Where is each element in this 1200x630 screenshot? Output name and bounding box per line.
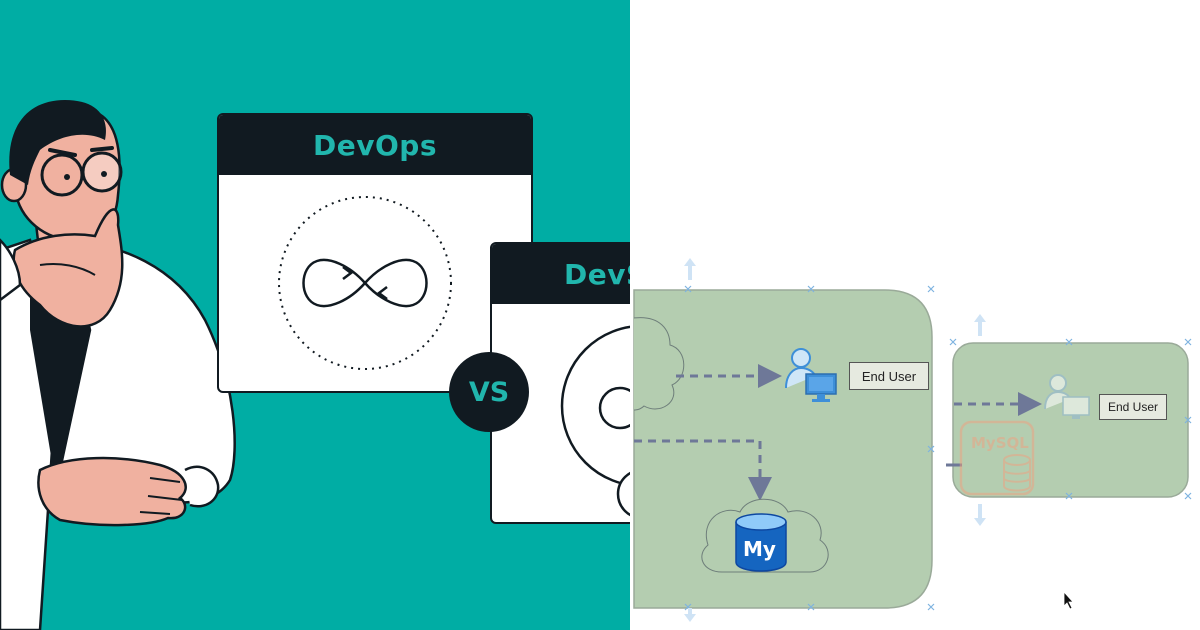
cloud-shape bbox=[633, 317, 685, 411]
second-card-graphic bbox=[560, 325, 630, 517]
secondary-container bbox=[952, 342, 1189, 498]
second-card-header: DevS bbox=[492, 244, 630, 304]
thinking-person-illustration bbox=[0, 100, 236, 630]
mysql-faded-icon: MySQL bbox=[959, 420, 1035, 496]
second-card-title: DevS bbox=[564, 257, 630, 291]
db-logo-text: My bbox=[743, 537, 776, 561]
devops-card: DevOps bbox=[217, 113, 533, 393]
infinity-loop-icon bbox=[278, 196, 452, 370]
architecture-diagram: My MySQL bbox=[633, 258, 1192, 622]
selection-handles bbox=[684, 285, 1192, 611]
diagram-canvas[interactable]: My MySQL End User End User bbox=[630, 0, 1200, 630]
resize-arrows bbox=[684, 258, 986, 622]
mouse-pointer-icon bbox=[1063, 590, 1074, 610]
arrow-to-db bbox=[634, 439, 772, 501]
mysql-database-icon: My bbox=[735, 513, 787, 572]
devops-vs-illustration: DevOps DevS VS bbox=[0, 0, 630, 630]
devops-card-title: DevOps bbox=[313, 128, 437, 162]
end-user-label-secondary[interactable]: End User bbox=[1099, 394, 1167, 420]
vs-badge: VS bbox=[449, 352, 529, 432]
devops-card-header: DevOps bbox=[219, 115, 531, 175]
vs-label: VS bbox=[468, 376, 510, 408]
user-computer-icon-faded bbox=[1044, 374, 1090, 419]
end-user-label[interactable]: End User bbox=[849, 362, 929, 390]
user-computer-icon bbox=[785, 348, 837, 402]
svg-text:MySQL: MySQL bbox=[971, 434, 1029, 452]
